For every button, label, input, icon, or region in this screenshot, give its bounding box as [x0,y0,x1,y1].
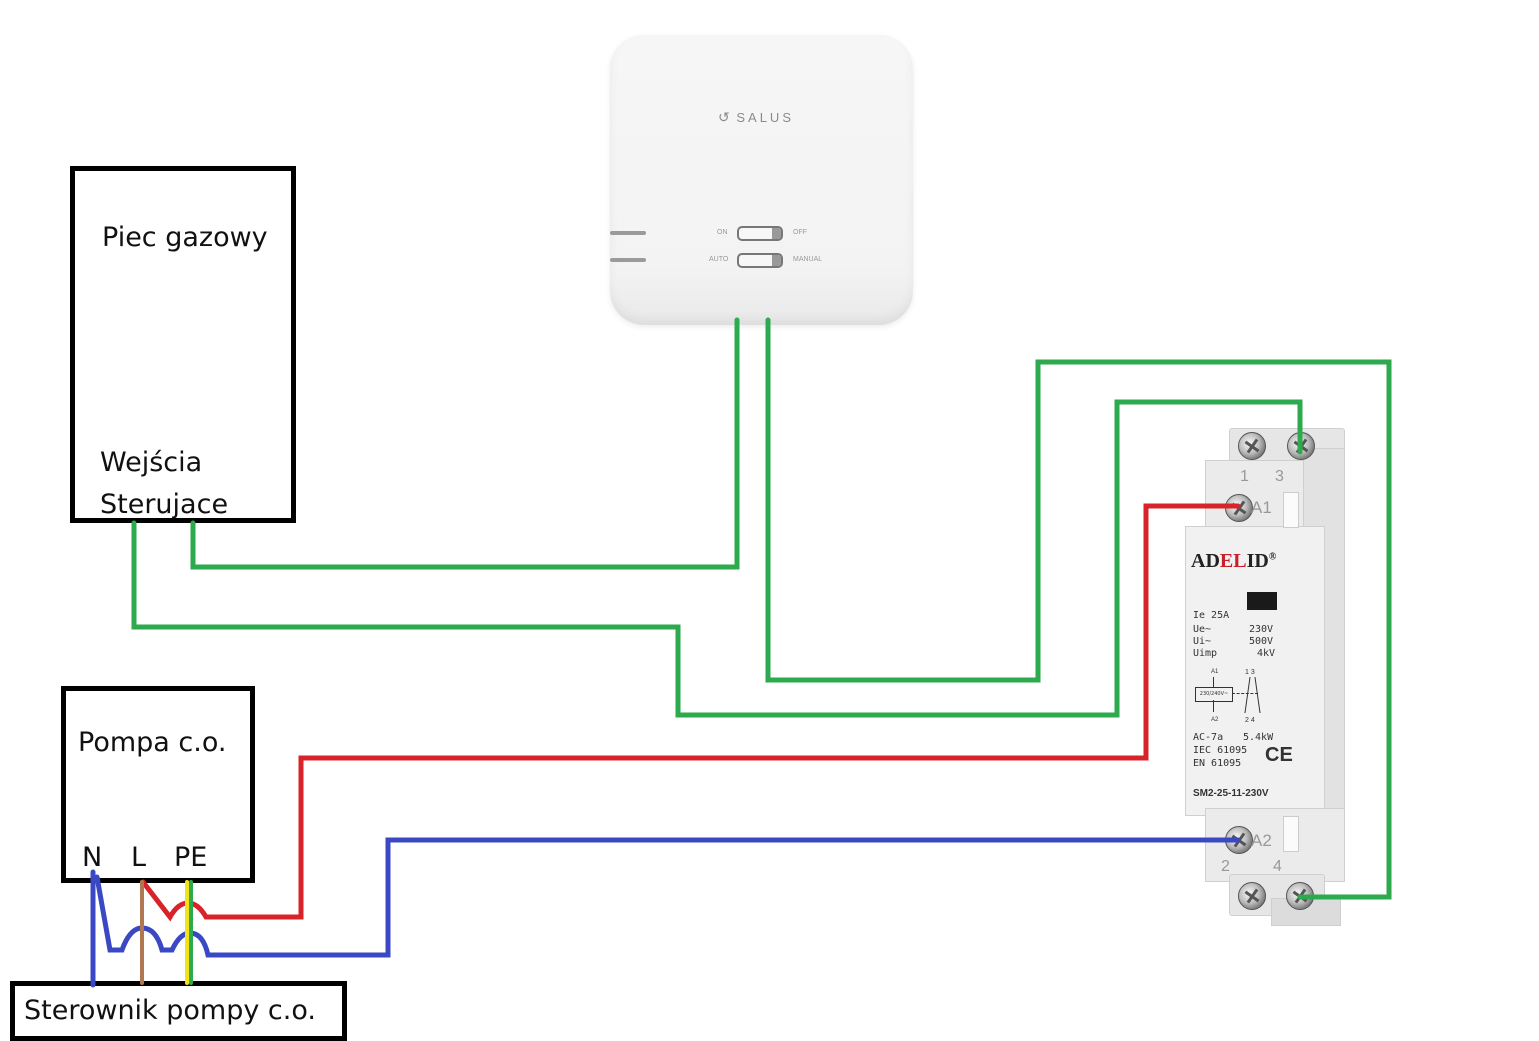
schematic-a1-label: A1 [1211,669,1219,675]
rating-ac7a-value: 5.4kW [1243,732,1274,743]
terminal-3-label: 3 [1275,468,1284,485]
wire-boiler-input1-to-contactor-3 [131,399,1303,718]
switch2-right-label: MANUAL [793,256,823,263]
schematic-coil-label: 230/240V~ [1199,691,1229,697]
schematic-linkage [1232,693,1258,694]
on-off-switch[interactable] [737,226,783,241]
rating-uimp-value: 4kV [1257,648,1276,659]
contactor-front-panel [1185,526,1325,816]
rating-ue-label: Ue~ [1193,624,1212,635]
schematic-a2-label: A2 [1211,717,1219,723]
pump-label: Pompa c.o. [78,727,227,758]
pump-box [61,686,255,883]
salus-logo: ↺ SALUS [718,109,794,126]
boiler-inputs-label-line1: Wejścia [100,447,203,478]
salus-swirl-icon: ↺ [718,109,730,125]
screw-terminal-2-bottom [1238,882,1266,910]
wire-thermostat-to-contactor-4 [765,317,1392,900]
switch1-right-label: OFF [793,229,807,236]
boiler-inputs-label-line2: Sterujace [100,489,229,520]
registered-mark: ® [1268,551,1277,563]
brand-part-1: AD [1191,550,1220,572]
contactor: 1 3 A1 ADELID® Ie 25A Ue~ 230V Ui~ 500V … [1185,428,1345,926]
status-led-line-1 [610,231,646,235]
terminal-4-label: 4 [1273,858,1282,875]
wire-boiler-input2-to-thermostat [190,317,740,570]
brand-part-2: EL [1219,550,1247,572]
brand-part-3: ID [1246,550,1269,572]
boiler-box [70,166,296,523]
lower-window [1283,816,1299,852]
salus-brand-text: SALUS [736,110,794,125]
pump-terminal-pe: PE [174,842,208,873]
adelid-brand: ADELID® [1191,550,1276,573]
rating-ac7a-label: AC-7a [1193,732,1224,743]
schematic-13-label: 1 3 [1245,669,1255,676]
contactor-model: SM2-25-11-230V [1193,788,1269,799]
ce-mark: CE [1265,744,1293,766]
thermostat-receiver: ↺ SALUS ON OFF AUTO MANUAL [610,35,913,325]
rating-ie: Ie 25A [1193,610,1230,621]
pump-controller-label: Sterownik pompy c.o. [24,995,316,1026]
status-led-line-2 [610,258,646,262]
switch1-left-label: ON [717,229,728,236]
screw-terminal-1-top [1238,432,1266,460]
switch2-left-label: AUTO [709,256,729,263]
wire-pump-neutral-to-a2 [90,837,1241,988]
pump-terminal-n: N [82,842,103,873]
rating-ue-value: 230V [1249,624,1274,635]
rating-ui-value: 500V [1249,636,1274,647]
pump-terminal-l: L [131,842,147,873]
indicator-window [1247,592,1277,610]
terminal-1-label: 1 [1240,468,1249,485]
standard-iec: IEC 61095 [1193,745,1248,756]
terminal-2-label: 2 [1221,858,1230,875]
schematic-coil-lead-top [1213,677,1214,687]
rating-ui-label: Ui~ [1193,636,1212,647]
standard-en: EN 61095 [1193,758,1242,769]
schematic-coil-lead-bottom [1213,700,1214,712]
auto-manual-switch[interactable] [737,253,783,268]
schematic-24-label: 2 4 [1245,717,1255,724]
terminal-a2-label: A2 [1251,831,1272,850]
schematic-coil: 230/240V~ [1195,687,1233,702]
upper-window [1283,492,1299,528]
rating-uimp-label: Uimp [1193,648,1218,659]
terminal-a1-label: A1 [1251,498,1272,517]
boiler-label: Piec gazowy [102,222,268,253]
